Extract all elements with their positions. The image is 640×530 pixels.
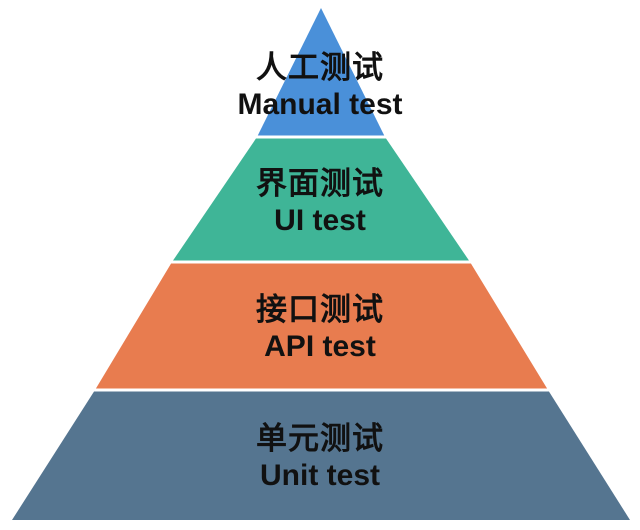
tier-title-zh: 接口测试 [256,292,384,328]
tier-title-zh: 单元测试 [256,421,384,457]
tier-title-en: Unit test [260,459,380,493]
tier-label-unit: 单元测试 Unit test [0,421,640,494]
tier-label-api: 接口测试 API test [0,292,640,365]
tier-title-zh: 界面测试 [256,166,384,202]
pyramid-tier-manual [257,8,385,137]
tier-title-en: UI test [274,204,366,238]
tier-label-manual: 人工测试 Manual test [0,50,640,123]
tier-title-en: API test [264,330,376,364]
tier-title-zh: 人工测试 [256,50,384,86]
pyramid-tier-unit [12,390,630,520]
pyramid-tier-ui [172,137,470,262]
tier-label-ui: 界面测试 UI test [0,166,640,239]
pyramid-tier-api [95,262,548,390]
tier-title-en: Manual test [237,88,403,122]
